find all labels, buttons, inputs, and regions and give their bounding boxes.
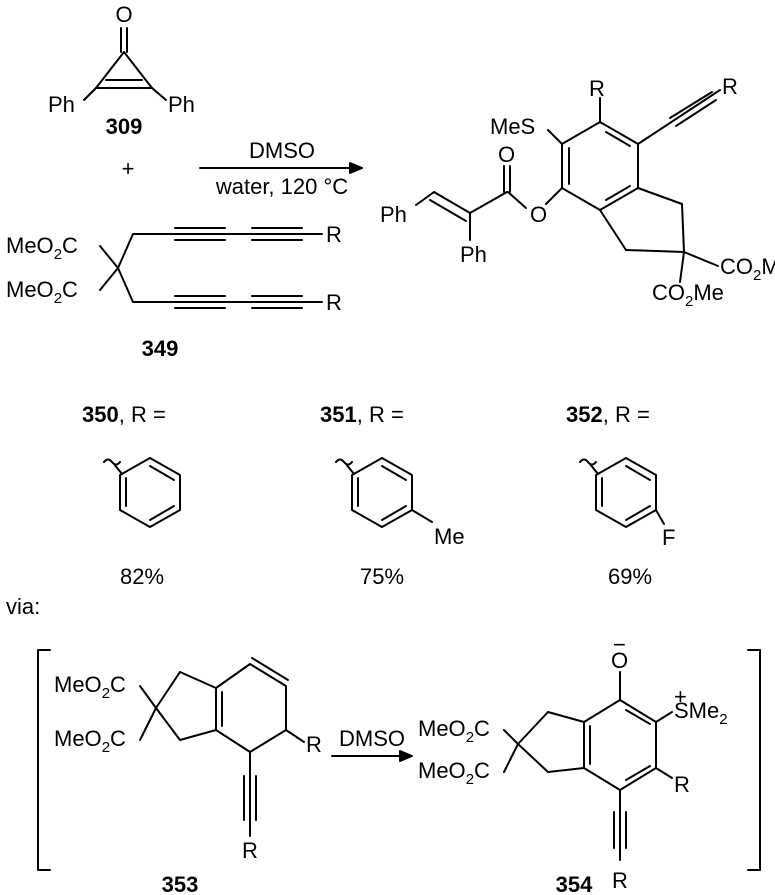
product-r-top-label: R xyxy=(589,76,605,101)
sulfonium-label: SMe2 xyxy=(674,698,728,728)
ester-oxygen-label: O xyxy=(530,202,547,227)
fluoro-label: F xyxy=(662,525,675,550)
label-352: 352, R = xyxy=(566,402,650,427)
zwitterion-oxygen-label: O xyxy=(611,648,628,673)
compound-354: MeO2C MeO2C O − + SMe2 R R 354 xyxy=(418,632,728,895)
phenyl-alpha-label: Ph xyxy=(460,242,487,267)
bracket-left xyxy=(37,649,51,871)
yield-350: 82% xyxy=(120,564,164,589)
compound-number-354: 354 xyxy=(556,872,593,895)
aryne-r-alkyne-label: R xyxy=(242,838,258,863)
label-351: 351, R = xyxy=(320,402,404,427)
aryne-ester-1-label: MeO2C xyxy=(54,672,126,702)
product-r-alkyne-label: R xyxy=(722,74,738,99)
via-label: via: xyxy=(6,594,40,619)
intermediate-reagent-label: DMSO xyxy=(339,726,405,751)
compound-number-353: 353 xyxy=(162,872,199,895)
plus-sign: + xyxy=(122,156,135,181)
yield-352: 69% xyxy=(608,564,652,589)
reagent-label: DMSO xyxy=(249,138,315,163)
wavy-bond-icon xyxy=(335,458,353,466)
zwitterion-r-ring-label: R xyxy=(674,772,690,797)
sulfonium-plus-label: + xyxy=(674,684,687,709)
mes-label: MeS xyxy=(490,114,535,139)
phenyl-vinyl-label: Ph xyxy=(380,202,407,227)
co2me-2-label: CO2Me xyxy=(652,280,724,310)
compound-309: O Ph Ph 309 xyxy=(48,2,195,139)
product-structure: R MeS R CO2Me CO2Me O O Ph Ph xyxy=(380,74,775,310)
phenyl-left-label: Ph xyxy=(48,92,75,117)
compound-number-349: 349 xyxy=(142,336,179,361)
compound-349: MeO2C MeO2C R R 349 xyxy=(6,222,342,361)
co2me-1-label: CO2Me xyxy=(720,254,775,284)
ester-2-label: MeO2C xyxy=(6,277,78,307)
reaction-arrow: DMSO water, 120 °C xyxy=(199,138,363,199)
bracket-right xyxy=(747,649,761,871)
wavy-bond-icon xyxy=(579,458,597,466)
aryne-ester-2-label: MeO2C xyxy=(54,726,126,756)
substituent-350: 350, R = 82% xyxy=(82,402,181,589)
substituent-351: 351, R = Me 75% xyxy=(320,402,465,589)
methyl-label: Me xyxy=(434,524,465,549)
oxygen-charge-label: − xyxy=(613,632,626,657)
intermediate-arrow: DMSO xyxy=(331,726,413,762)
conditions-label: water, 120 °C xyxy=(215,174,348,199)
label-350: 350, R = xyxy=(82,402,166,427)
compound-number-309: 309 xyxy=(106,114,143,139)
zwitterion-r-alkyne-label: R xyxy=(612,868,628,893)
aryne-r-ring-label: R xyxy=(306,732,322,757)
carbonyl-o-label: O xyxy=(115,2,132,27)
ester-1-label: MeO2C xyxy=(6,233,78,263)
r-group-top-label: R xyxy=(326,222,342,247)
phenyl-right-label: Ph xyxy=(168,92,195,117)
carbonyl-o-product-label: O xyxy=(498,142,515,167)
zwitterion-ester-2-label: MeO2C xyxy=(418,758,490,788)
yield-351: 75% xyxy=(360,564,404,589)
zwitterion-ester-1-label: MeO2C xyxy=(418,716,490,746)
wavy-bond-icon xyxy=(103,458,121,466)
substituent-352: 352, R = F 69% xyxy=(566,402,675,589)
r-group-bottom-label: R xyxy=(326,290,342,315)
compound-353: MeO2C MeO2C R R 353 xyxy=(54,657,322,895)
